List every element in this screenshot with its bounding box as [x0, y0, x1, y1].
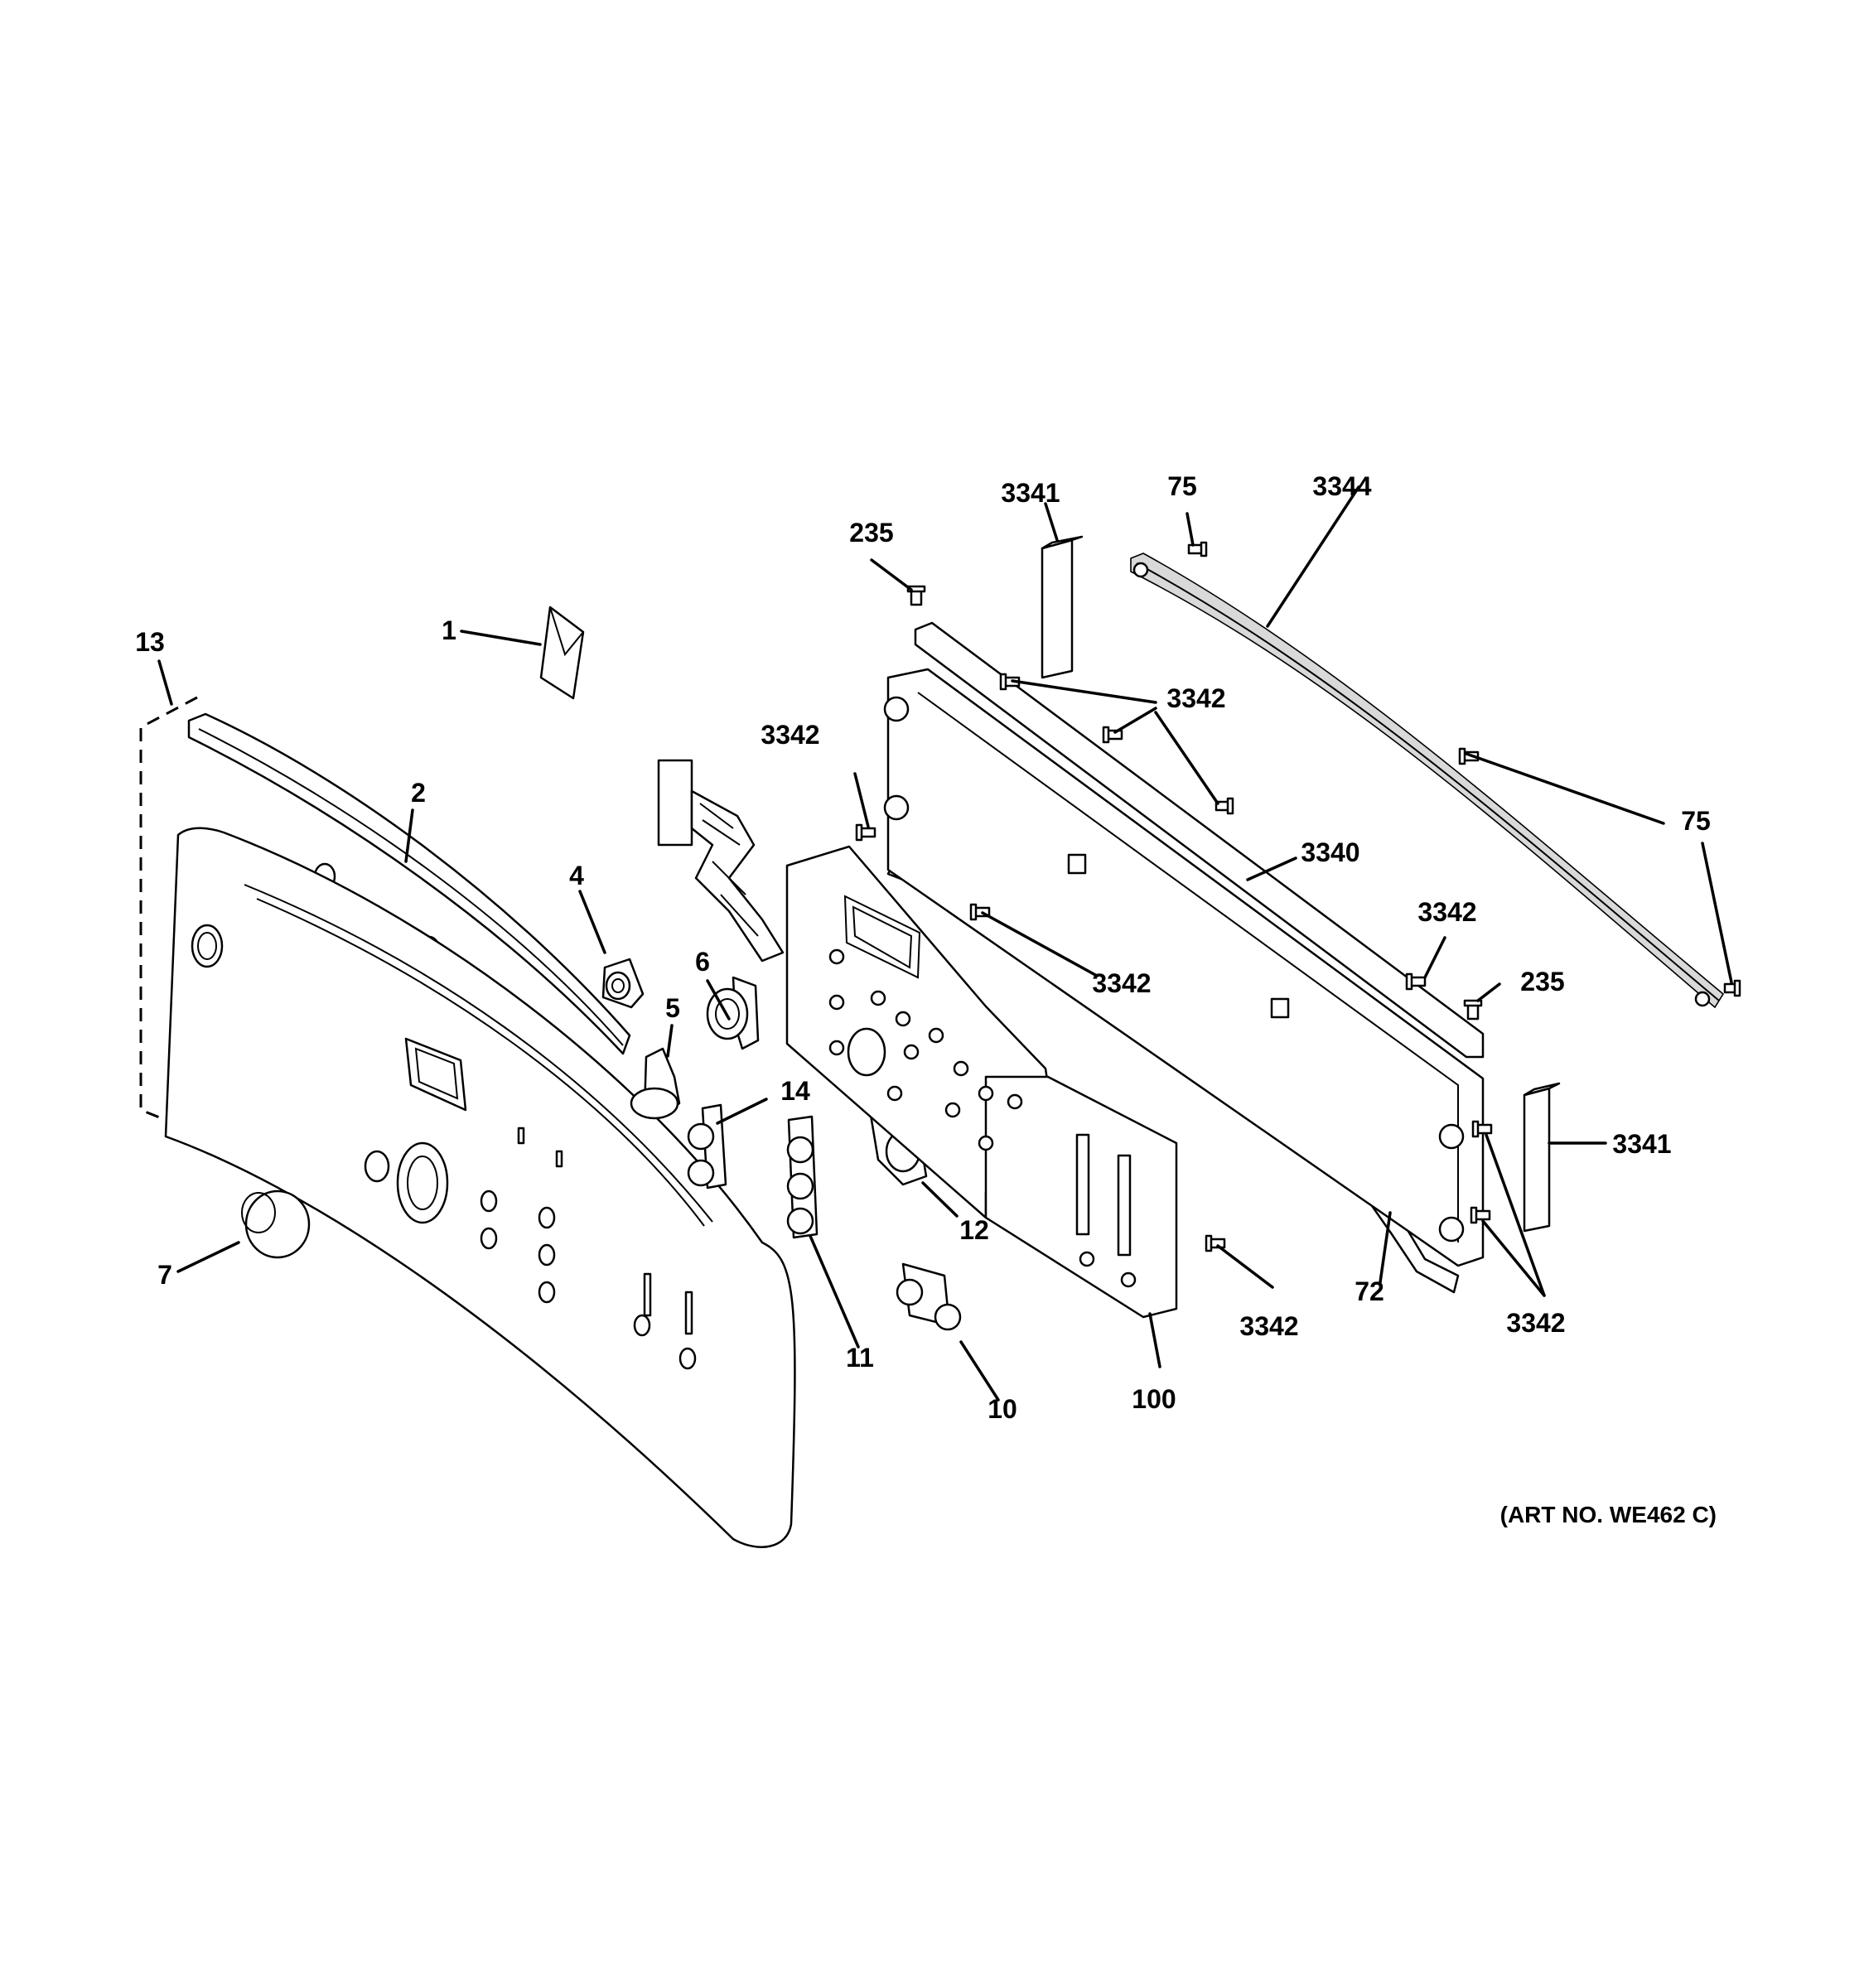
- label-1: 1: [442, 615, 456, 645]
- screw-75-top: [1187, 541, 1208, 557]
- part-6-knob: [706, 976, 760, 1050]
- part-1-literature: [539, 606, 585, 700]
- part-3341-foam-block-upper: [1041, 535, 1084, 679]
- screw-3342-b: [1102, 726, 1123, 744]
- part-14-button-pair: [687, 1103, 727, 1189]
- screw-3342-f: [1405, 972, 1427, 991]
- label-100: 100: [1132, 1384, 1176, 1414]
- part-7-knob: [241, 1189, 311, 1259]
- part-3340-bracket: [883, 668, 1485, 1267]
- label-14: 14: [780, 1076, 810, 1106]
- label-7: 7: [157, 1260, 172, 1290]
- part-11-button-triple: [786, 1115, 819, 1239]
- part-4-knob-bracket: [601, 958, 645, 1009]
- screw-3342-h: [1471, 1120, 1493, 1138]
- art-number: (ART NO. WE462 C): [1500, 1502, 1717, 1527]
- label-2: 2: [411, 778, 426, 808]
- part-13-group-bracket: [139, 696, 198, 1130]
- ribbon-cable: [657, 759, 785, 963]
- label-11: 11: [846, 1343, 874, 1373]
- label-3342-d: 3342: [1092, 968, 1151, 998]
- label-3341-right: 3341: [1612, 1129, 1671, 1159]
- label-3342-f: 3342: [1506, 1308, 1565, 1338]
- leader-lines: [157, 485, 1733, 1402]
- screw-3342-i: [1470, 1206, 1491, 1224]
- screw-3342-d: [855, 823, 876, 842]
- label-235-right: 235: [1520, 967, 1564, 996]
- part-labels: 1 2 4 5 6 7 10 11 12 13 14 72 75 75 100 …: [135, 471, 1717, 1527]
- part-100-control-board: [785, 845, 1178, 1319]
- label-3341-top: 3341: [1001, 478, 1060, 508]
- label-3340: 3340: [1301, 837, 1359, 867]
- screw-235-top: [906, 585, 926, 606]
- label-3342-c: 3342: [1417, 897, 1476, 927]
- screw-75-right-b: [1723, 979, 1741, 997]
- label-3344: 3344: [1312, 471, 1371, 501]
- label-5: 5: [665, 993, 680, 1023]
- label-72: 72: [1355, 1276, 1384, 1306]
- part-5-button: [630, 1047, 681, 1120]
- control-panel-body: [164, 827, 796, 1548]
- label-3342-a: 3342: [761, 720, 819, 750]
- label-235-top: 235: [849, 518, 893, 548]
- screw-235-right: [1463, 999, 1483, 1021]
- part-10-button-pair: [896, 1262, 962, 1331]
- screw-3342-g: [1205, 1234, 1226, 1252]
- label-4: 4: [569, 861, 584, 890]
- label-3342-b: 3342: [1166, 683, 1225, 713]
- label-6: 6: [695, 947, 710, 977]
- label-75-right: 75: [1681, 806, 1711, 836]
- label-12: 12: [959, 1215, 989, 1245]
- label-10: 10: [988, 1394, 1017, 1424]
- label-75-top: 75: [1167, 471, 1197, 501]
- rail: [914, 621, 1485, 1059]
- label-3342-e: 3342: [1239, 1311, 1298, 1341]
- part-3344-light-strip: [1130, 552, 1725, 1009]
- label-13: 13: [135, 627, 165, 657]
- screw-3342-c: [1214, 797, 1234, 815]
- part-3341-foam-block-lower: [1523, 1082, 1561, 1233]
